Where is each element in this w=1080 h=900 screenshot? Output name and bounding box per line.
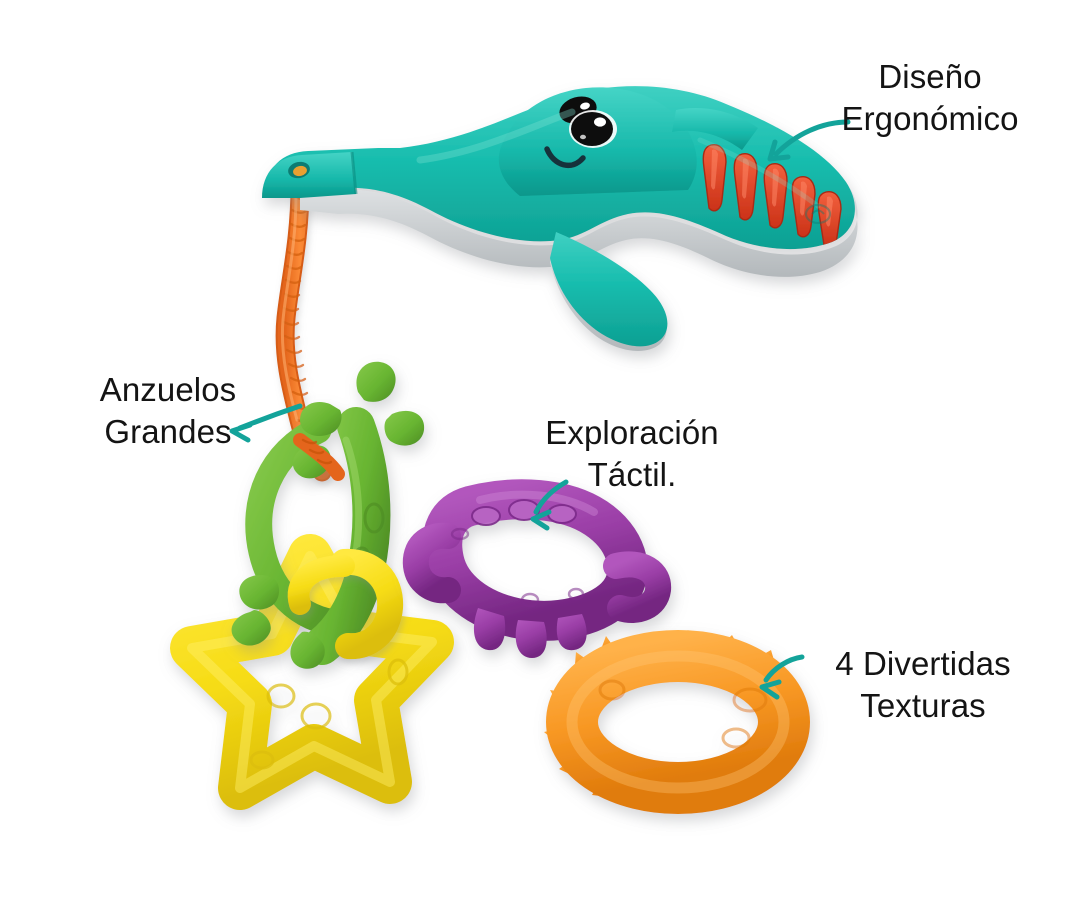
callout-label-ergonomico: Diseño Ergonómico xyxy=(841,58,1019,137)
brand-logo-mark xyxy=(804,203,832,225)
callout-label-anzuelos: Anzuelos Grandes xyxy=(99,371,237,450)
arrow-ergonomico xyxy=(767,119,851,162)
fin-ridges xyxy=(702,143,842,249)
callout-label-tactil: Exploración Táctil. xyxy=(545,414,719,493)
yellow-connector-ring xyxy=(287,548,404,660)
callout-label-texturas: 4 Divertidas Texturas xyxy=(835,645,1011,724)
dolphin-face xyxy=(544,96,617,169)
arrow-texturas xyxy=(759,654,805,700)
yellow-star-teether xyxy=(170,534,454,810)
purple-octopus-teether xyxy=(402,479,672,658)
arrow-tactil xyxy=(530,479,569,531)
orange-ring-teether xyxy=(544,630,810,814)
arrow-anzuelos xyxy=(229,403,303,443)
fishing-rod xyxy=(262,86,858,351)
